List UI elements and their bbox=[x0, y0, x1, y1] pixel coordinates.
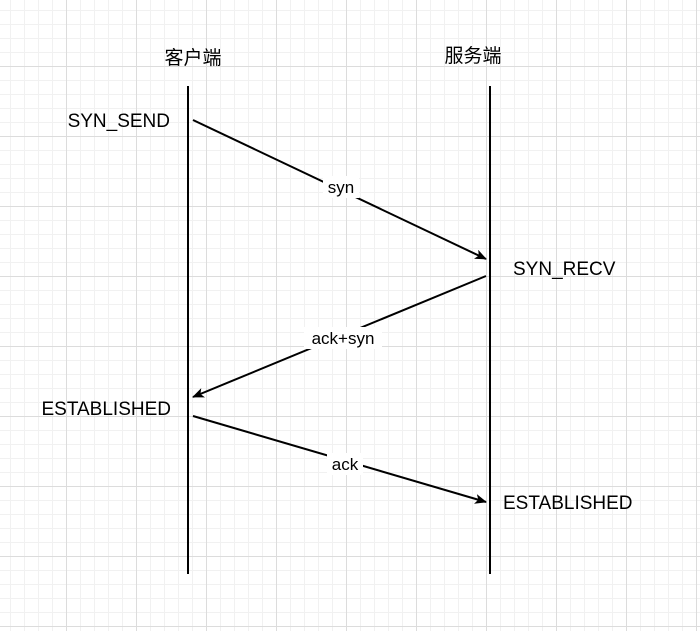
state-client-established: ESTABLISHED bbox=[41, 399, 171, 420]
syn-label: syn bbox=[328, 178, 354, 197]
ack-syn-label: ack+syn bbox=[312, 329, 375, 348]
state-syn-recv: SYN_RECV bbox=[513, 259, 616, 280]
syn-label-bg bbox=[323, 176, 359, 198]
ack-label: ack bbox=[332, 455, 359, 474]
server-header: 服务端 bbox=[444, 45, 501, 67]
state-syn-send: SYN_SEND bbox=[68, 111, 170, 132]
state-server-established: ESTABLISHED bbox=[503, 493, 633, 514]
ack-syn-label-bg bbox=[304, 327, 382, 349]
ack-label-bg bbox=[327, 453, 363, 475]
client-header: 客户端 bbox=[164, 47, 221, 69]
